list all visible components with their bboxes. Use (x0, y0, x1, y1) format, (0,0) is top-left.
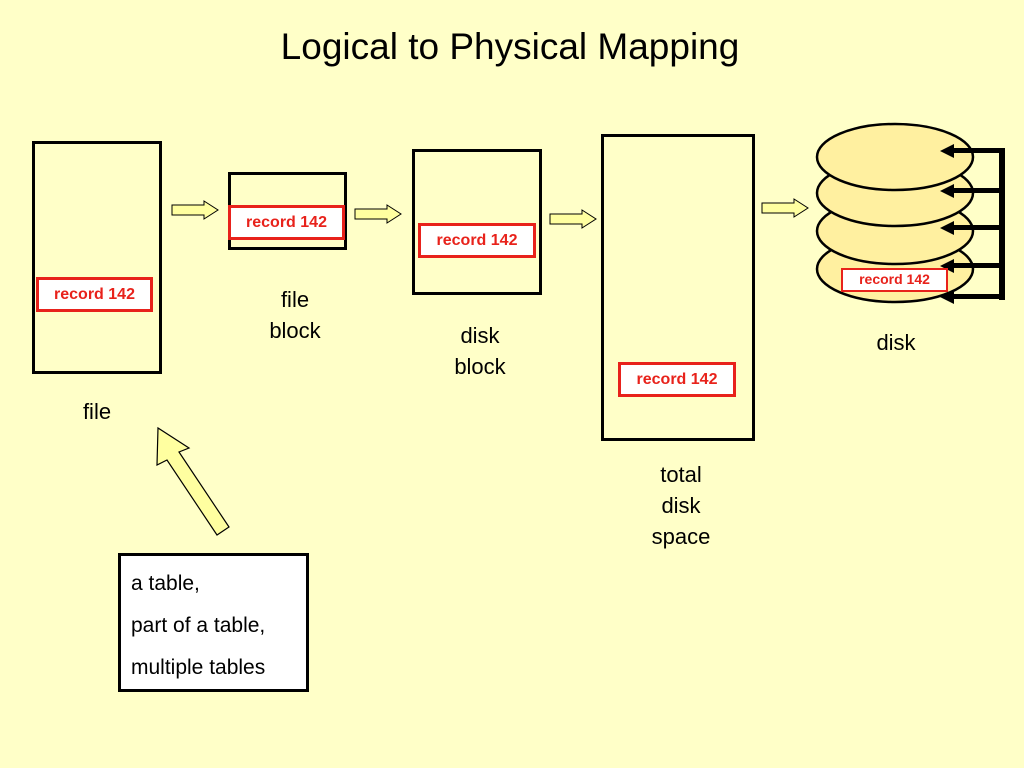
disk-block-record: record 142 (418, 223, 536, 258)
flow-arrow-icon (761, 198, 809, 218)
note-box: a table, part of a table, multiple table… (118, 553, 309, 692)
disk-record: record 142 (841, 268, 948, 292)
note-line-2: part of a table, (131, 614, 266, 637)
diagonal-arrow-icon (156, 426, 230, 536)
flow-arrow-icon (171, 200, 219, 220)
flow-arrow-icon (549, 209, 597, 229)
disk-block-label-line2: block (454, 354, 506, 379)
total-label-line3: space (651, 524, 711, 549)
total-disk-space-record: record 142 (618, 362, 736, 397)
file-label: file (82, 399, 112, 424)
note-line-3: multiple tables (131, 656, 266, 679)
file-block-label-line1: file (280, 287, 310, 312)
flow-arrow-icon (354, 204, 402, 224)
file-block-record: record 142 (228, 205, 345, 240)
note-line-1: a table, (131, 572, 200, 595)
read-write-arm-icon (940, 144, 1005, 304)
file-block-label-line2: block (269, 318, 321, 343)
file-record: record 142 (36, 277, 153, 312)
disk-block-label-line1: disk (460, 323, 500, 348)
total-label-line2: disk (661, 493, 701, 518)
file-box (32, 141, 162, 374)
disk-block-box (412, 149, 542, 295)
diagram-title: Logical to Physical Mapping (280, 26, 740, 67)
disk-label: disk (876, 330, 916, 355)
total-label-line1: total (660, 462, 702, 487)
